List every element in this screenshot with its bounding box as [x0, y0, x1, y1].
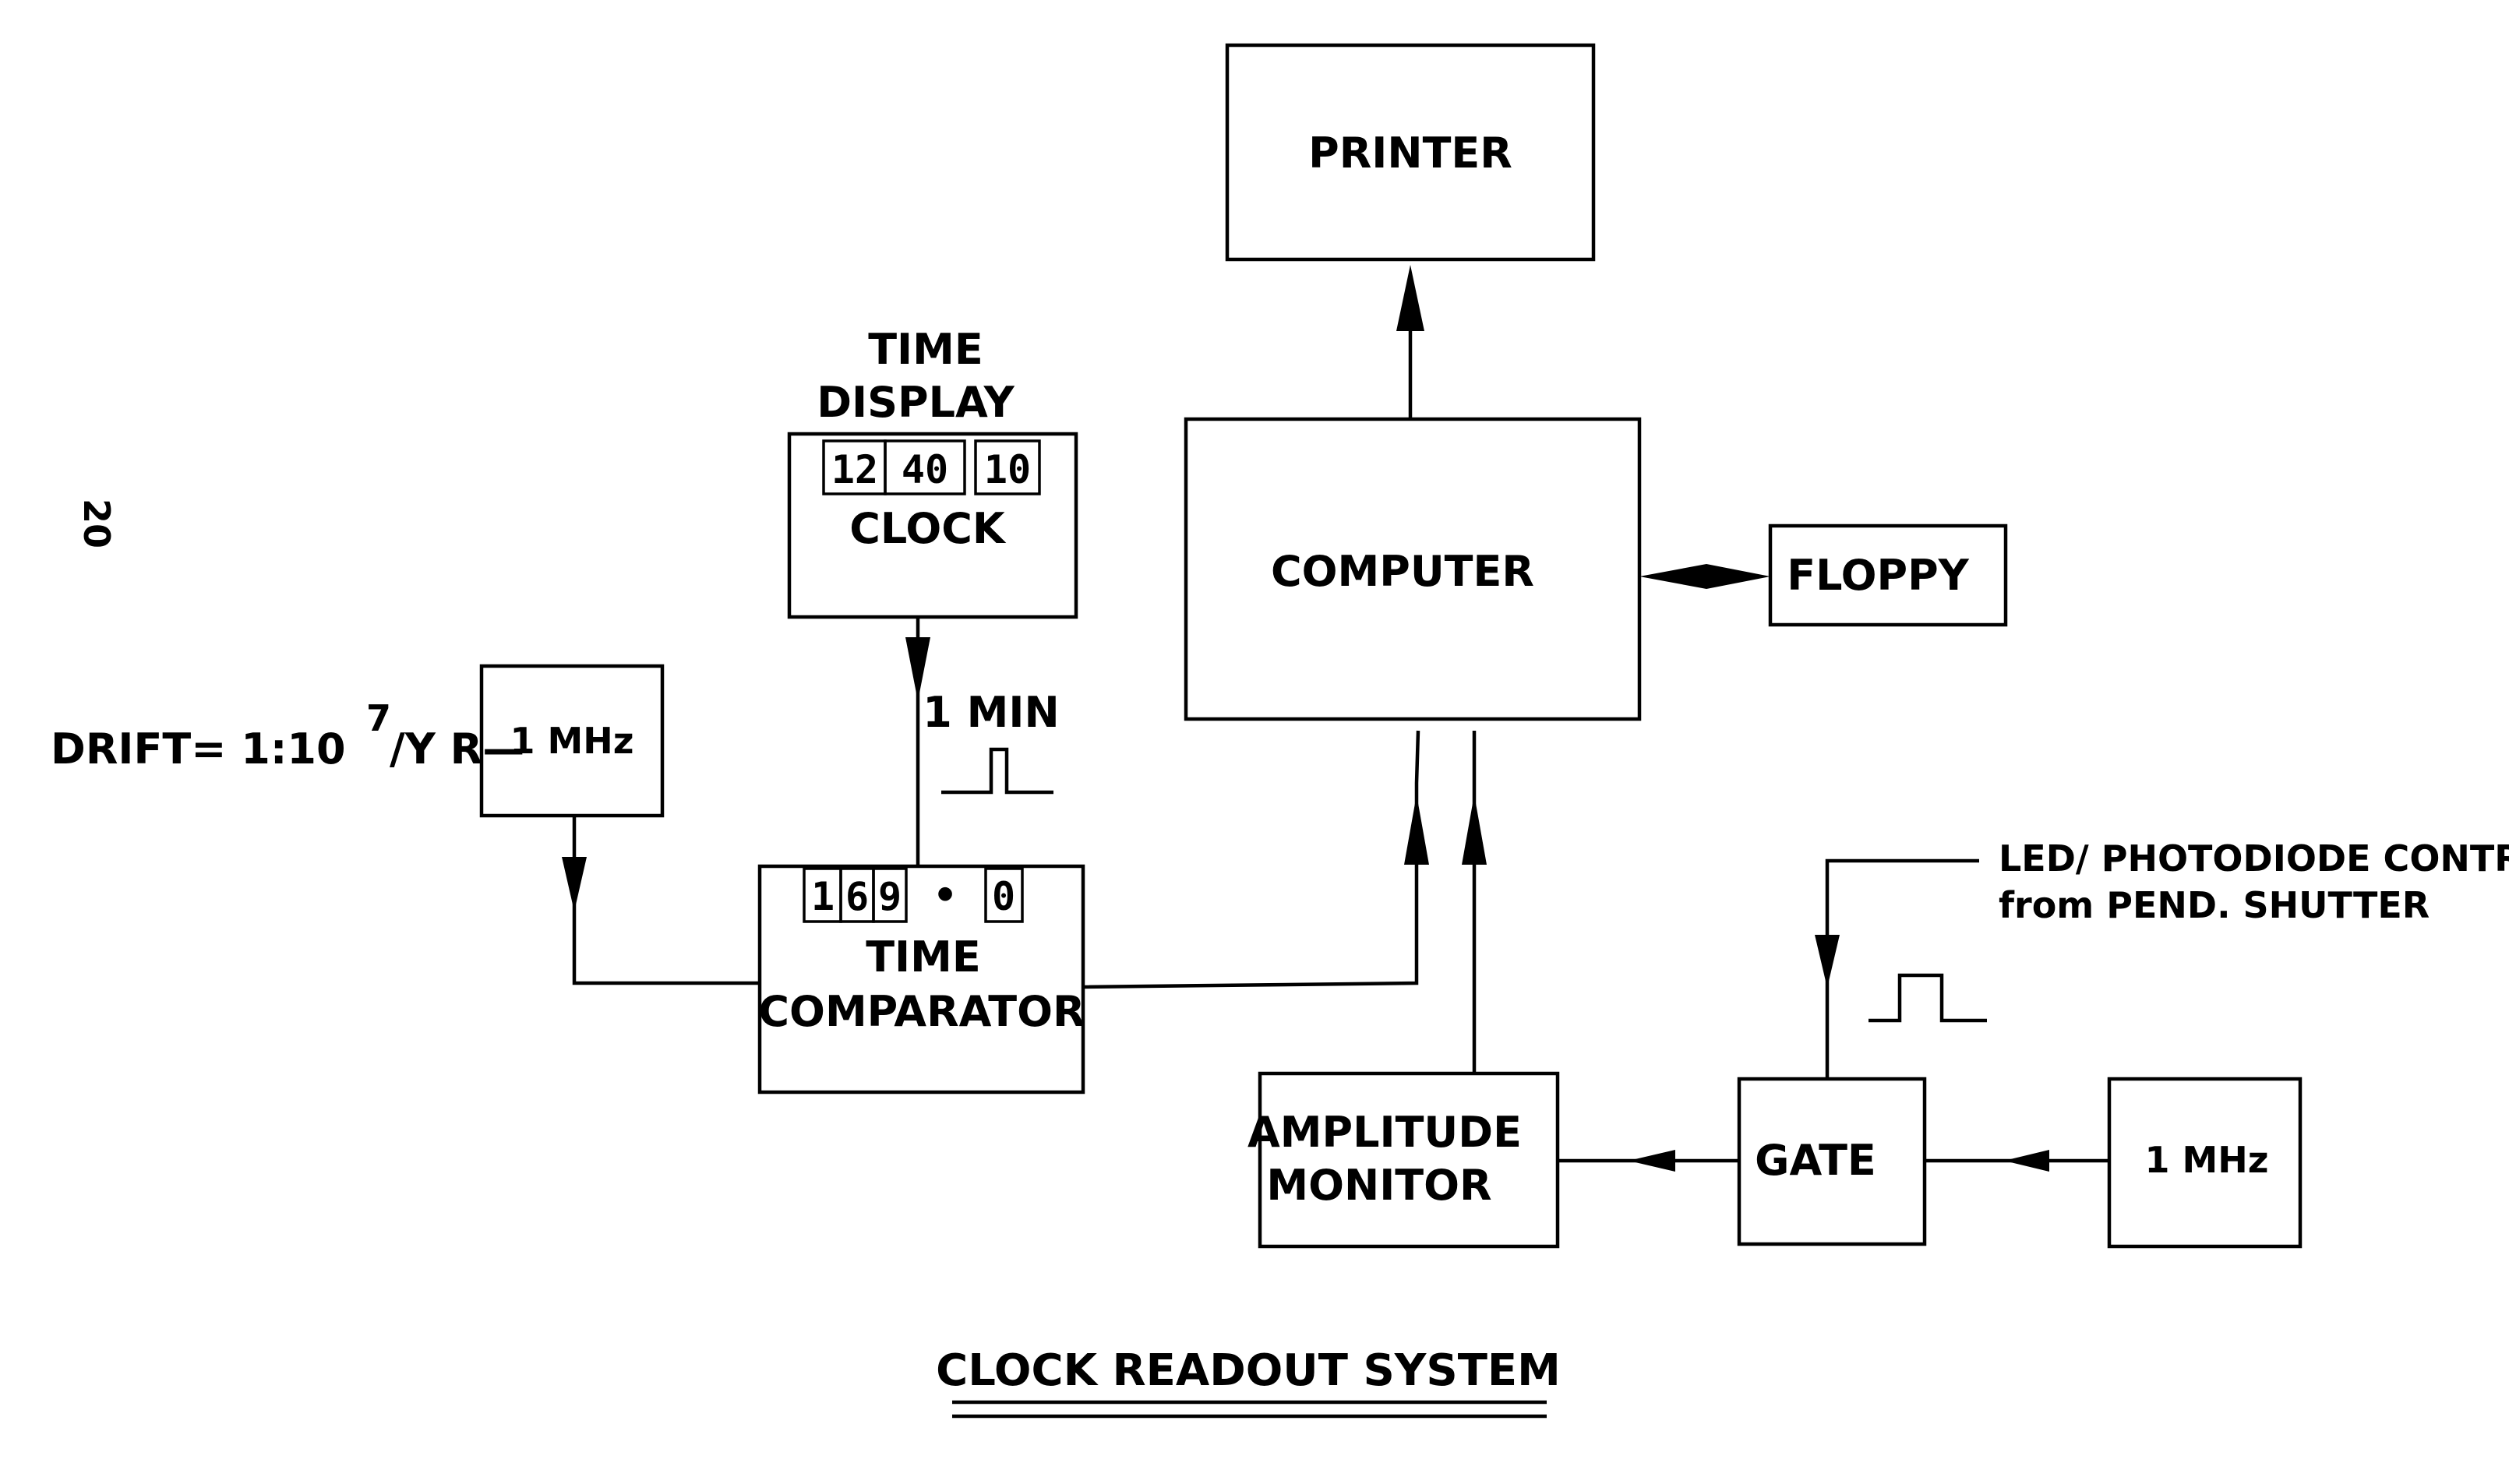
time-comparator-block: 1 6 9 • 0 TIME COMPARATOR — [757, 864, 1085, 1094]
gate-pulse-icon — [1869, 973, 1987, 1023]
clock-digit-seconds: 10 — [984, 447, 1031, 492]
led-label-line-2: from PEND. SHUTTER — [1999, 884, 2430, 926]
oscillator-right-block: 1 MHz — [2107, 1077, 2303, 1249]
clock-block: 12 40 10 CLOCK — [787, 432, 1078, 619]
clock-to-comparator-arrow — [905, 617, 930, 866]
computer-block: COMPUTER — [1184, 417, 1642, 721]
oscillator-left-label: 1 MHz — [510, 720, 633, 762]
comparator-digit-4: 0 — [992, 874, 1015, 919]
comparator-digit-1: 1 — [811, 874, 835, 919]
page-number: 20 — [76, 499, 118, 548]
computer-floppy-arrow — [1639, 564, 1770, 589]
oscillator-right-label: 1 MHz — [2144, 1139, 2268, 1181]
computer-to-printer-arrow — [1396, 265, 1424, 419]
printer-label: PRINTER — [1308, 129, 1512, 178]
floppy-block: FLOPPY — [1768, 523, 2008, 627]
amplitude-monitor-label-2: MONITOR — [1266, 1161, 1491, 1210]
diagram-title: CLOCK READOUT SYSTEM — [936, 1345, 1561, 1419]
comparator-label-1: TIME — [866, 932, 981, 982]
drift-annotation: DRIFT= 1:10 7 /Y R— — [51, 697, 524, 774]
drift-suffix: /Y R— — [390, 724, 524, 774]
comparator-dot: • — [933, 872, 957, 918]
pulse-label: 1 MIN — [923, 688, 1059, 737]
comparator-label-2: COMPARATOR — [758, 987, 1085, 1036]
title-text: CLOCK READOUT SYSTEM — [936, 1345, 1561, 1396]
monitor-to-computer-line — [1462, 731, 1487, 1073]
comparator-to-computer-line — [1082, 730, 1429, 989]
amplitude-monitor-block: AMPLITUDE MONITOR — [1247, 1071, 1560, 1249]
clock-digit-minutes: 40 — [902, 447, 948, 492]
oscillator-to-comparator-line — [562, 816, 760, 985]
gate-label: GATE — [1755, 1136, 1876, 1185]
computer-label: COMPUTER — [1271, 547, 1534, 596]
time-display-header-2: DISPLAY — [817, 378, 1015, 427]
time-display-header-1: TIME — [868, 325, 983, 374]
oscillator-to-gate-arrow — [1925, 1150, 2109, 1172]
drift-prefix: DRIFT= 1:10 — [51, 724, 346, 774]
drift-exponent: 7 — [366, 697, 391, 739]
oscillator-left-block: 1 MHz — [479, 664, 665, 818]
floppy-label: FLOPPY — [1787, 551, 1969, 600]
clock-label: CLOCK — [849, 504, 1007, 553]
comparator-digit-3: 9 — [878, 874, 902, 919]
pulse-icon — [941, 747, 1053, 795]
led-label-line-1: LED/ PHOTODIODE CONTRO — [1999, 837, 2509, 879]
clock-digit-hours: 12 — [831, 447, 878, 492]
comparator-digit-2: 6 — [845, 874, 869, 919]
gate-to-monitor-arrow — [1558, 1150, 1739, 1172]
gate-block: GATE — [1737, 1077, 1927, 1246]
amplitude-monitor-label-1: AMPLITUDE — [1247, 1108, 1522, 1157]
led-control-line — [1815, 858, 1979, 1079]
printer-block: PRINTER — [1225, 43, 1596, 262]
